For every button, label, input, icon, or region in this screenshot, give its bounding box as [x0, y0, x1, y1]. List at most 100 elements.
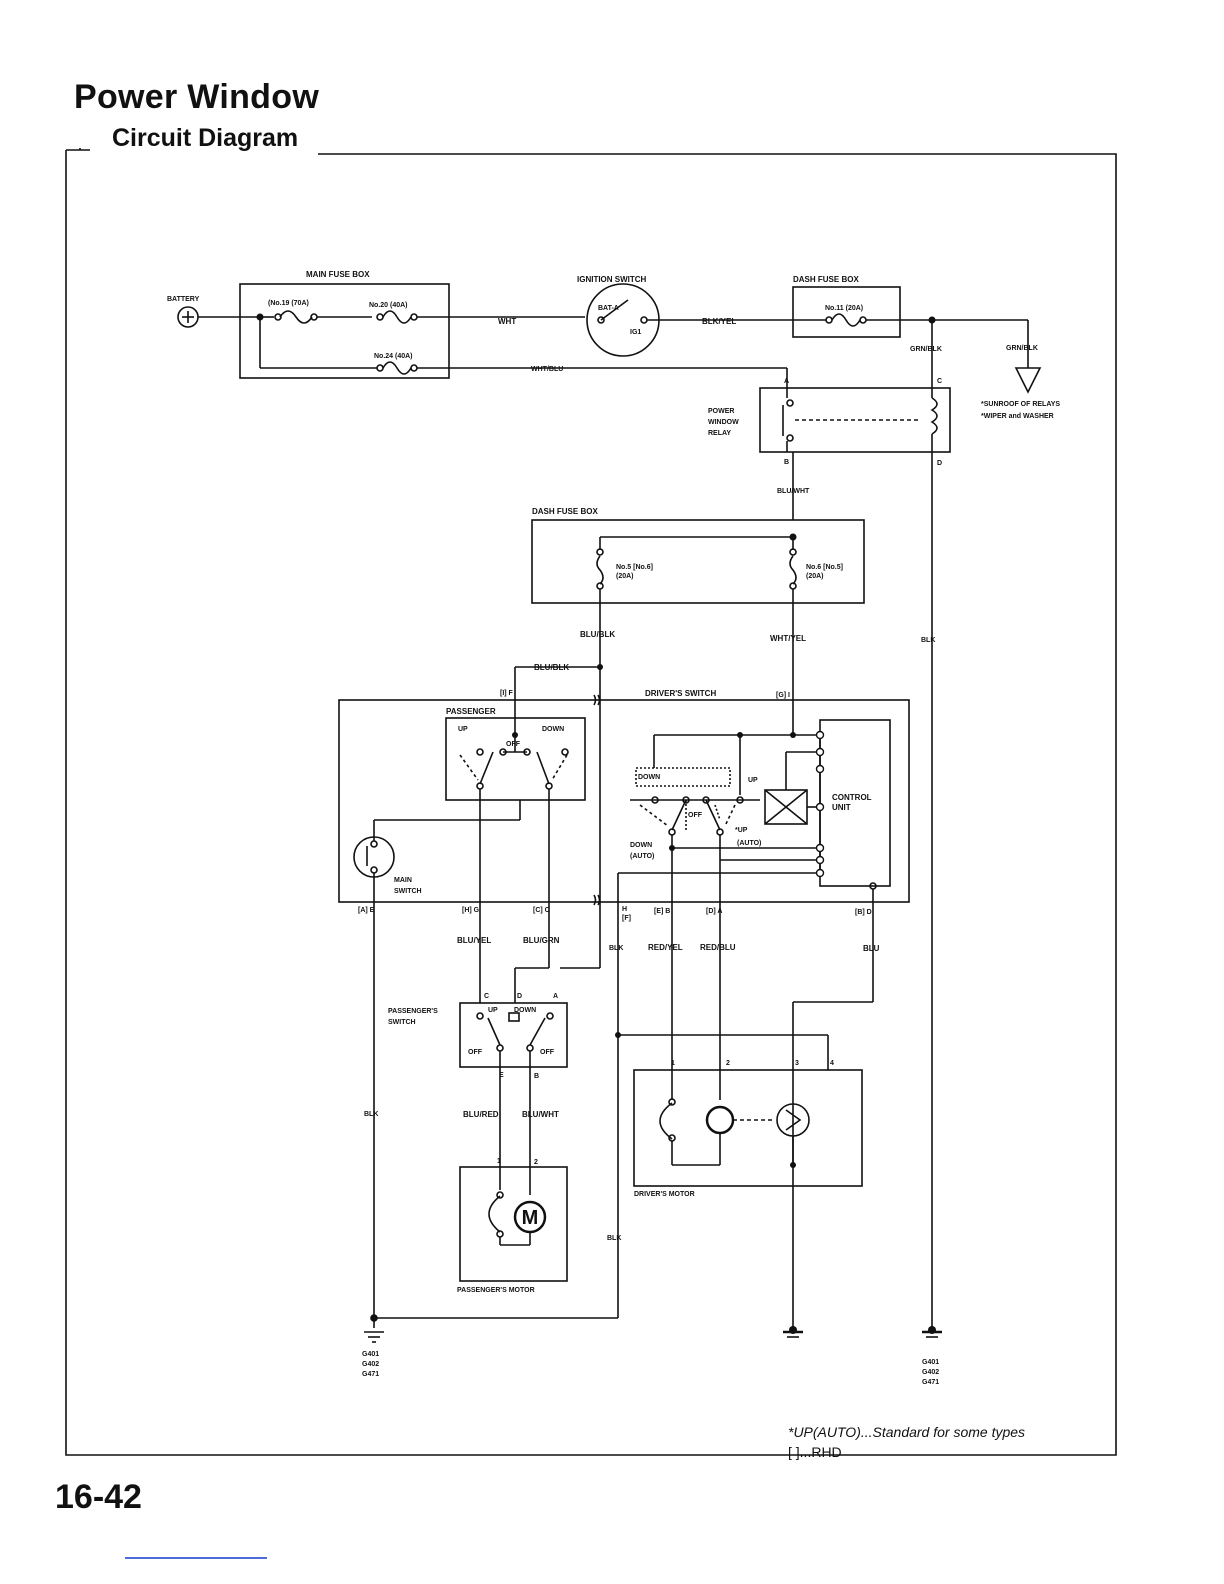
diagram-frame	[65, 148, 1117, 1456]
ps-terminal-c: C	[484, 993, 489, 1000]
passenger-down-label: DOWN	[542, 726, 564, 733]
wire-blu-grn: BLU/GRN	[523, 936, 560, 945]
dm-terminal-1: 1	[671, 1060, 675, 1067]
sunroof-note-2: *WIPER and WASHER	[981, 413, 1054, 420]
wire-wht-blu: WHT/BLU	[531, 366, 563, 373]
dm-terminal-3: 3	[795, 1060, 799, 1067]
relay-label-1: POWER	[708, 408, 734, 415]
ground-left-3: G471	[362, 1371, 379, 1378]
terminal-g-i: [G] I	[776, 692, 790, 699]
wire-grn-blk-1: GRN/BLK	[910, 346, 942, 353]
ps-down-label: DOWN	[514, 1007, 536, 1014]
down-auto-label-2: (AUTO)	[630, 853, 654, 860]
fuse-20-label: No.20 (40A)	[369, 302, 408, 309]
passengers-motor	[459, 1166, 568, 1282]
relay-terminal-c: C	[937, 378, 942, 385]
passenger-label: PASSENGER	[446, 707, 496, 716]
relay-terminal-d: D	[937, 460, 942, 467]
fuse-11-label: No.11 (20A)	[825, 305, 863, 312]
dash-fuse-box-mid	[531, 519, 865, 604]
ps-terminal-e: E	[499, 1072, 504, 1079]
ground-right-3: G471	[922, 1379, 939, 1386]
terminal-f: [F]	[622, 915, 631, 922]
ground-left-2: G402	[362, 1361, 379, 1368]
pm-terminal-1: 1	[497, 1158, 501, 1165]
relay-terminal-a: A	[784, 378, 789, 385]
wire-blk-yel: BLK/YEL	[702, 317, 736, 326]
power-window-relay	[759, 387, 951, 453]
driver-off-label: OFF	[688, 812, 703, 819]
wire-wht: WHT	[498, 317, 516, 326]
ps-terminal-b: B	[534, 1073, 539, 1080]
terminal-d-a: [D] A	[706, 908, 722, 915]
dm-terminal-2: 2	[726, 1060, 730, 1067]
passengers-switch-label-1: PASSENGER'S	[388, 1008, 438, 1015]
driver-motor-icon	[705, 1105, 735, 1135]
control-unit-label-1: CONTROL	[832, 793, 872, 802]
dm-terminal-4: 4	[830, 1060, 834, 1067]
wire-blu: BLU	[863, 944, 880, 953]
passenger-section	[445, 717, 586, 801]
drivers-switch-label: DRIVER'S SWITCH	[645, 689, 716, 698]
ps-up-label: UP	[488, 1007, 498, 1014]
ps-terminal-d: D	[517, 993, 522, 1000]
main-switch-label-2: SWITCH	[394, 888, 422, 895]
wire-blk-2: BLK	[609, 945, 623, 952]
control-unit-label-2: UNIT	[832, 803, 851, 812]
wire-blu-wht-1: BLU/WHT	[777, 488, 810, 495]
wire-blk-3: BLK	[364, 1111, 378, 1118]
fuse-5a-label: No.5 [No.6]	[616, 564, 653, 571]
wire-blu-wht-2: BLU/WHT	[522, 1110, 559, 1119]
drivers-motor	[633, 1069, 863, 1187]
passenger-off-label: OFF	[506, 741, 521, 748]
passenger-up-label: UP	[458, 726, 468, 733]
relay-terminal-b: B	[784, 459, 789, 466]
ground-right-1: G401	[922, 1359, 939, 1366]
dash-fuse-box-top-label: DASH FUSE BOX	[793, 275, 859, 284]
footnote-up-auto: *UP(AUTO)...Standard for some types	[788, 1424, 1026, 1440]
ground-arrow-icon	[1014, 367, 1042, 394]
main-switch-label-1: MAIN	[394, 877, 412, 884]
page-number: 16-42	[55, 1478, 142, 1516]
passengers-motor-label: PASSENGER'S MOTOR	[457, 1287, 535, 1294]
wire-red-yel: RED/YEL	[648, 943, 683, 952]
main-fuse-box	[239, 283, 450, 379]
passengers-switch	[459, 1002, 568, 1068]
relay-label-3: RELAY	[708, 430, 731, 437]
ground-right-2: G402	[922, 1369, 939, 1376]
wire-blk-1: BLK	[921, 637, 935, 644]
wire-blu-red: BLU/RED	[463, 1110, 499, 1119]
wire-red-blu: RED/BLU	[700, 943, 736, 952]
terminal-c-c: [C] C	[533, 907, 550, 914]
fuse-6a-label: No.6 [No.5]	[806, 564, 843, 571]
terminal-e-b: [E] B	[654, 908, 670, 915]
footer-divider	[125, 1557, 267, 1559]
bat-a-label: BAT-A	[598, 305, 619, 312]
drivers-motor-label: DRIVER'S MOTOR	[634, 1191, 695, 1198]
terminal-a-e: [A] E	[358, 907, 375, 914]
relay-label-2: WINDOW	[708, 419, 739, 426]
fuse-24-label: No.24 (40A)	[374, 353, 413, 360]
switch-housing	[338, 699, 910, 903]
fuse-6b-label: (20A)	[806, 573, 824, 580]
wire-blu-blk-1: BLU/BLK	[580, 630, 615, 639]
ignition-switch-label: IGNITION SWITCH	[577, 275, 647, 284]
down-auto-label-1: DOWN	[630, 842, 652, 849]
ps-off-right-label: OFF	[540, 1049, 555, 1056]
terminal-b-d: [B] D	[855, 909, 872, 916]
fuse-5b-label: (20A)	[616, 573, 634, 580]
terminal-h-g: [H] G	[462, 907, 480, 914]
dash-fuse-box-mid-label: DASH FUSE BOX	[532, 507, 598, 516]
passengers-switch-label-2: SWITCH	[388, 1019, 416, 1026]
auto-paren-label: (AUTO)	[737, 840, 761, 847]
wire-grn-blk-2: GRN/BLK	[1006, 345, 1038, 352]
section-subtitle: Circuit Diagram	[106, 124, 305, 153]
wire-blu-yel: BLU/YEL	[457, 936, 491, 945]
motor-symbol: M	[522, 1207, 539, 1229]
terminal-h: H	[622, 906, 627, 913]
up-auto-label: *UP	[735, 827, 748, 834]
fuse-19-label: (No.19 (70A)	[268, 300, 309, 307]
main-fuse-box-label: MAIN FUSE BOX	[306, 270, 370, 279]
driver-up-label: UP	[748, 777, 758, 784]
footnote-rhd: [ ]...RHD	[788, 1444, 842, 1460]
